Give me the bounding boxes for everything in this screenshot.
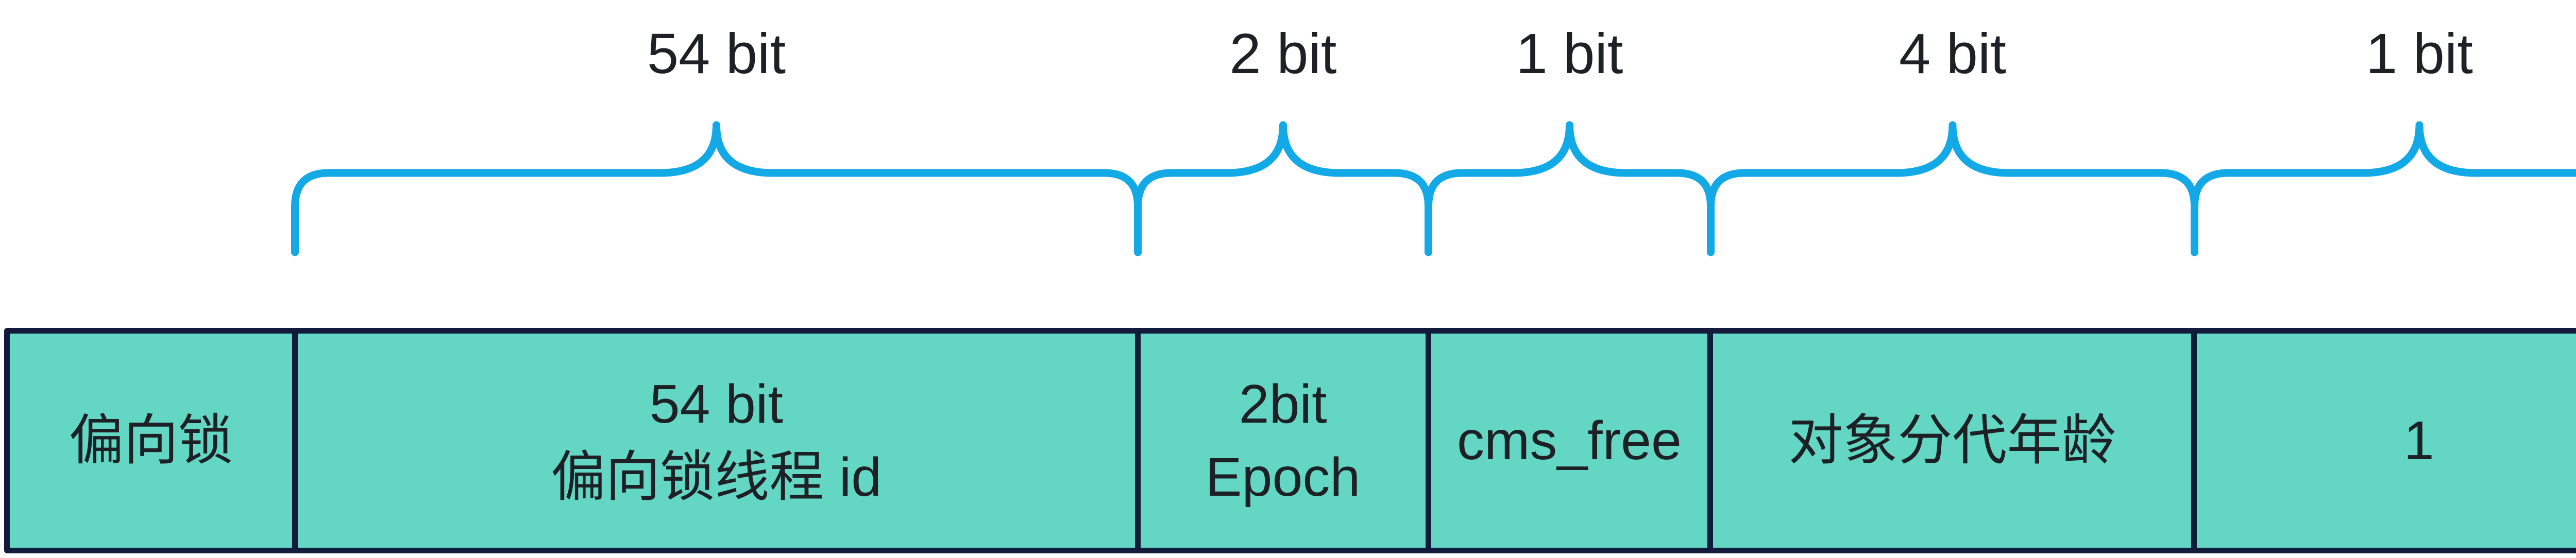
- cell-line: cms_free: [1457, 410, 1682, 471]
- cell-line: 1: [2403, 410, 2434, 471]
- curly-brace-5: [2191, 121, 2576, 256]
- curly-brace-3: [1425, 121, 1715, 256]
- table-cell-5: 1: [2197, 334, 2576, 548]
- row-header-cell: 偏向锁: [10, 334, 292, 548]
- curly-brace-4: [1707, 121, 2198, 256]
- cell-line: 对象分代年龄: [1788, 410, 2116, 471]
- table-cell-1: 54 bit 偏向锁线程 id: [297, 334, 1135, 548]
- cell-line: 54 bit: [649, 374, 783, 434]
- cell-line: Epoch: [1205, 447, 1361, 508]
- bit-width-label-5: 1 bit: [2366, 22, 2473, 85]
- bit-width-label-2: 2 bit: [1229, 22, 1337, 85]
- row-header-label: 偏向锁: [69, 410, 233, 471]
- bit-width-label-3: 1 bit: [1516, 22, 1623, 85]
- bit-width-label-1: 54 bit: [647, 22, 786, 85]
- table-cell-4: 对象分代年龄: [1713, 334, 2192, 548]
- table-cell-3: cms_free: [1431, 334, 1708, 548]
- cell-line: 2bit: [1239, 374, 1327, 434]
- curly-brace-1: [291, 121, 1142, 256]
- curly-brace-2: [1134, 121, 1432, 256]
- bit-width-label-4: 4 bit: [1899, 22, 2006, 85]
- cell-line: 偏向锁线程 id: [551, 447, 882, 508]
